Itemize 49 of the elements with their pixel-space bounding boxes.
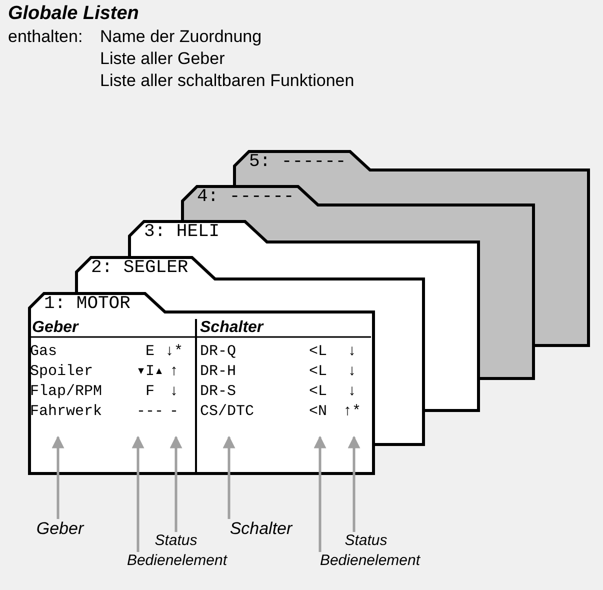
table-text: Gas — [30, 343, 58, 361]
table-text: ↓ — [168, 383, 180, 401]
table-text: CS/DTC — [200, 403, 254, 421]
table-text: F — [144, 383, 156, 401]
leader-line — [132, 436, 144, 552]
list-text: Liste aller schaltbaren Funktionen — [100, 70, 354, 92]
leader-line — [314, 436, 326, 552]
table-text: <L — [308, 343, 328, 361]
card-title: 5: ------ — [249, 152, 346, 172]
table-text: <N — [308, 403, 328, 421]
column-header: Schalter — [200, 319, 264, 337]
column-header: Geber — [32, 319, 78, 337]
list-text: enthalten: — [8, 26, 83, 48]
table-text: - — [168, 403, 180, 421]
table-text: ↓ — [346, 363, 358, 381]
title-heading: Globale Listen — [8, 3, 139, 25]
leader-line — [222, 436, 236, 519]
table-text: --- — [135, 403, 164, 421]
table-text: <L — [308, 363, 328, 381]
card-title: 3: HELI — [144, 222, 220, 242]
table-text: ↓ — [346, 343, 358, 361]
table-text: Spoiler — [30, 363, 94, 381]
callout-label: Status — [148, 532, 204, 549]
leader-line — [170, 436, 182, 532]
table-text: ↓ — [346, 383, 358, 401]
card-title: 2: SEGLER — [91, 258, 188, 278]
card-title: 4: ------ — [197, 187, 294, 207]
table-text: E — [144, 343, 156, 361]
table-text: Flap/RPM — [30, 383, 102, 401]
table-text: <L — [308, 383, 328, 401]
table-text: Fahrwerk — [30, 403, 102, 421]
table-text: ↑* — [342, 403, 362, 421]
callout-label: Geber — [25, 519, 95, 538]
table-text: ↓* — [164, 343, 184, 361]
leader-line — [348, 436, 360, 532]
callout-label: Schalter — [216, 519, 306, 538]
list-text: Name der Zuordnung — [100, 26, 262, 48]
table-text: DR-Q — [200, 343, 236, 361]
list-text: Liste aller Geber — [100, 48, 225, 70]
table-text: ↑ — [168, 363, 180, 381]
table-text: DR-H — [200, 363, 236, 381]
table-text: ▾I▴ — [135, 363, 165, 381]
callout-label: Status — [338, 532, 394, 549]
table-text: DR-S — [200, 383, 236, 401]
leader-line — [52, 436, 64, 519]
folder-card — [28, 292, 375, 475]
card-title: 1: MOTOR — [44, 294, 130, 314]
callout-label: Bedienelement — [112, 552, 242, 569]
callout-label: Bedienelement — [305, 552, 435, 569]
